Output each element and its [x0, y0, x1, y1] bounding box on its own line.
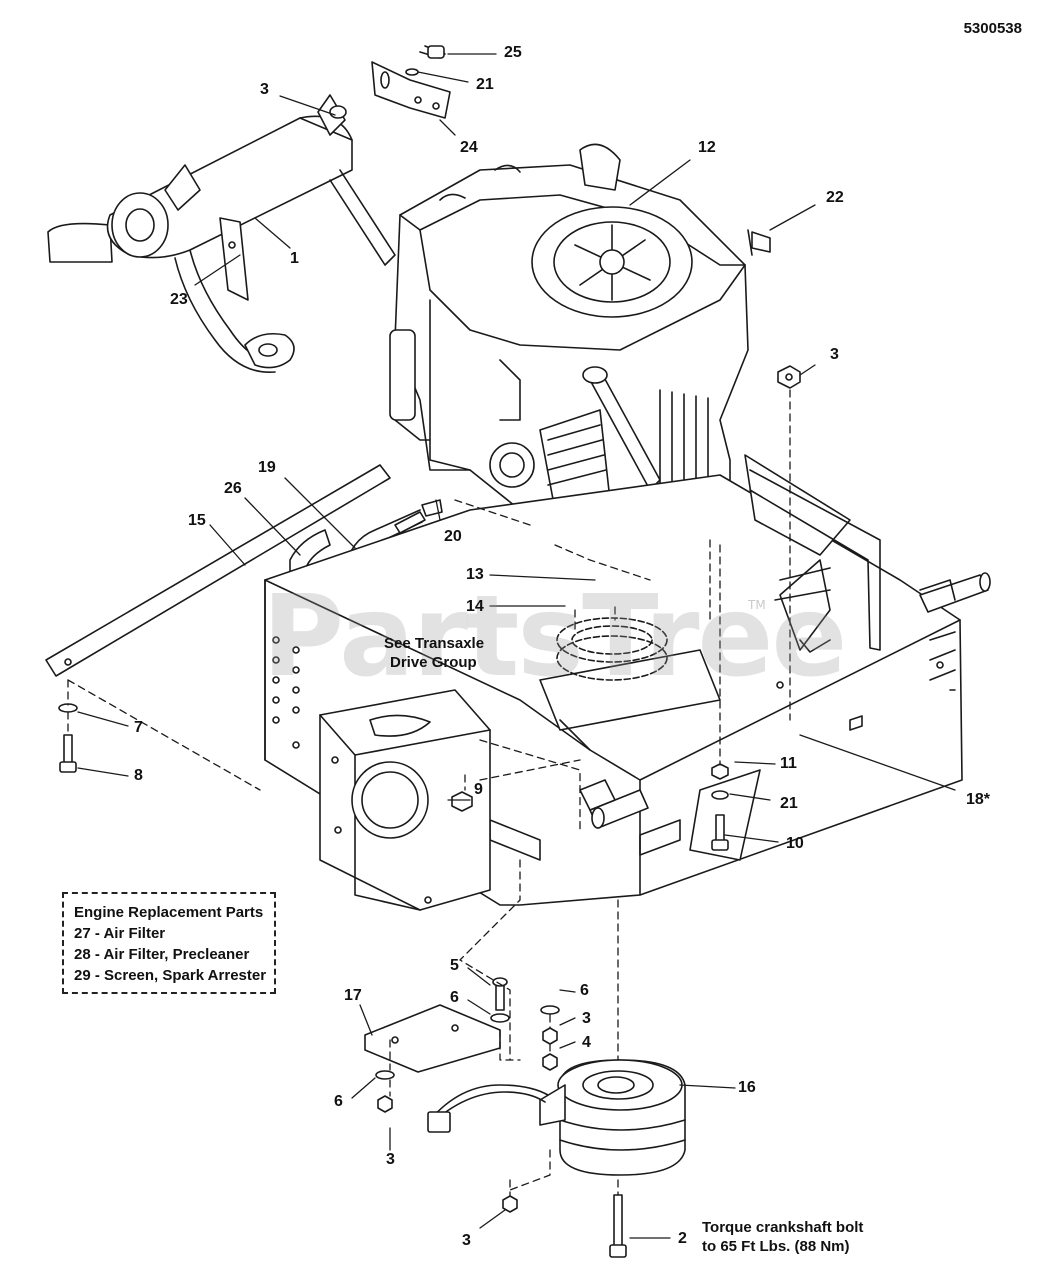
callout-15: 15 — [188, 512, 206, 529]
transaxle-note-line2: Drive Group — [390, 654, 477, 671]
clip-part — [751, 231, 771, 253]
torque-note-line2: to 65 Ft Lbs. (88 Nm) — [702, 1238, 850, 1255]
exhaust-rod-part — [45, 464, 391, 677]
callout-16: 16 — [738, 1079, 756, 1096]
engine-replacement-parts-legend: Engine Replacement Parts 27 - Air Filter… — [62, 892, 276, 994]
hardware-parts — [375, 977, 627, 1258]
legend-title: Engine Replacement Parts — [74, 904, 264, 921]
callout-3-lower: 3 — [386, 1151, 395, 1168]
callout-17: 17 — [344, 987, 362, 1004]
callout-1: 1 — [290, 250, 299, 267]
bracket-17-part — [364, 1004, 501, 1073]
clutch-part — [427, 1059, 686, 1176]
frame-slot-part — [849, 715, 863, 731]
callout-13: 13 — [466, 566, 484, 583]
frame-tab-part — [579, 779, 616, 811]
callout-23: 23 — [170, 291, 188, 308]
legend-item: 27 - Air Filter — [74, 925, 166, 942]
bolt-part — [405, 45, 446, 76]
watermark-trademark: TM — [748, 598, 766, 612]
callout-3-clutch: 3 — [582, 1010, 591, 1027]
callout-21-top: 21 — [476, 76, 494, 93]
muffler-part — [47, 94, 396, 373]
callout-3-bottom: 3 — [462, 1232, 471, 1249]
muffler-bracket-part — [371, 61, 451, 119]
nut-part — [777, 365, 801, 389]
callout-9: 9 — [474, 781, 483, 798]
leader-lines — [77, 53, 956, 1239]
callout-4: 4 — [582, 1034, 591, 1051]
engine-part — [389, 143, 761, 549]
transaxle-note-line1: See Transaxle — [384, 635, 485, 652]
callout-2: 2 — [678, 1230, 687, 1247]
torque-note-line1: Torque crankshaft bolt — [702, 1219, 864, 1236]
engine-mount-bracket-part — [319, 689, 491, 911]
bolt-left-part — [58, 703, 78, 773]
callout-14: 14 — [466, 598, 484, 615]
guard-hole — [228, 241, 236, 249]
transaxle-note: See Transaxle Drive Group — [384, 634, 484, 672]
callout-19: 19 — [258, 459, 276, 476]
callout-20: 20 — [444, 528, 462, 545]
callout-6-washer: 6 — [580, 982, 589, 999]
callout-3-nut: 3 — [830, 346, 839, 363]
callout-3-muffler: 3 — [260, 81, 269, 98]
handle-bar-end — [591, 807, 605, 829]
callout-8: 8 — [134, 767, 143, 784]
callout-10: 10 — [786, 835, 804, 852]
callout-6-lower: 6 — [334, 1093, 343, 1110]
callout-7: 7 — [134, 719, 143, 736]
callout-11: 11 — [780, 755, 797, 772]
callout-24: 24 — [460, 139, 478, 156]
legend-item: 29 - Screen, Spark Arrester — [74, 967, 267, 984]
callout-12: 12 — [698, 139, 716, 156]
callout-22: 22 — [826, 189, 844, 206]
legend-item: 28 - Air Filter, Precleaner — [74, 946, 250, 963]
document-id: 5300538 — [963, 20, 1022, 37]
torque-note: Torque crankshaft bolt to 65 Ft Lbs. (88… — [702, 1218, 863, 1256]
callout-26: 26 — [224, 480, 242, 497]
callout-21-frame: 21 — [780, 795, 798, 812]
bolt-right-part — [711, 763, 729, 851]
callout-18: 18* — [966, 791, 991, 808]
assembly-lines — [67, 389, 791, 1197]
callout-5: 5 — [450, 957, 459, 974]
pulley-part — [556, 617, 668, 681]
callout-25: 25 — [504, 44, 522, 61]
clip-edge — [747, 229, 753, 256]
callout-6-bracket: 6 — [450, 989, 459, 1006]
small-nut-part — [451, 791, 473, 812]
